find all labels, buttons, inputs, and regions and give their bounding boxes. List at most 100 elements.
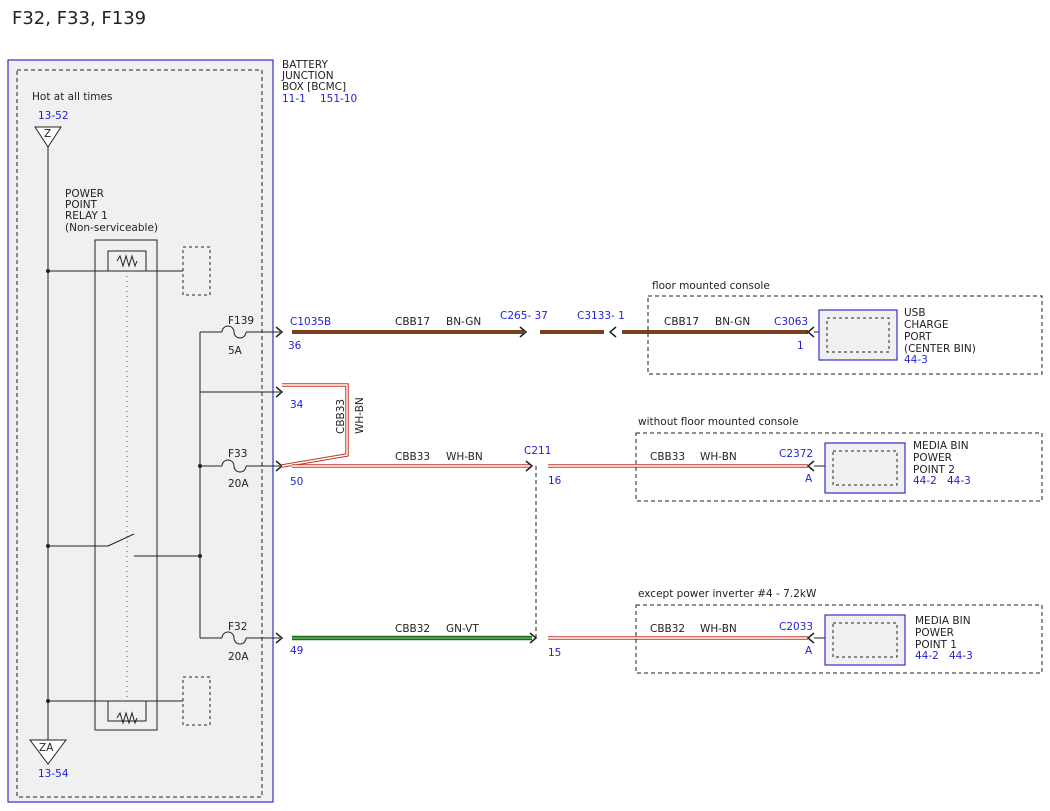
wire-color-whbn-2: WH-BN (700, 451, 737, 463)
mb2-ref-2: 44-3 (947, 475, 971, 487)
relay-label-1: POWER (65, 188, 104, 200)
without-console-box (635, 432, 1043, 502)
mb1-label-2: POWER (915, 627, 954, 639)
connector-c2033: C2033 (779, 621, 813, 633)
wire-color-whbn-3: WH-BN (700, 623, 737, 635)
usb-label-2: CHARGE (904, 319, 948, 331)
mb2-label-3: POINT 2 (913, 464, 955, 476)
bjb-label-1: BATTERY (282, 59, 328, 71)
mb1-label-1: MEDIA BIN (915, 615, 971, 627)
bottom-node-ref: 13-54 (38, 768, 69, 780)
relay-box (94, 239, 158, 731)
junction-dot (46, 544, 50, 548)
connector-pin34 (275, 386, 284, 398)
diagram-title: F32, F33, F139 (12, 8, 147, 29)
floor-console-box (647, 295, 1043, 375)
connector-c2372-arrow (806, 460, 815, 472)
pin-a-mb1: A (805, 645, 813, 657)
wire-cbb33-loop-core (281, 384, 348, 467)
connector-c3133: C3133- 1 (577, 310, 625, 322)
fuse-f33-amps: 20A (228, 478, 249, 490)
wire-color-whbn: WH-BN (446, 451, 483, 463)
hot-at-all-times-label: Hot at all times (32, 91, 112, 103)
fuse-f139-name: F139 (228, 315, 254, 327)
top-node-letter: Z (44, 128, 51, 140)
except-inverter-label: except power inverter #4 - 7.2kW (638, 588, 817, 600)
relay-partial-top (182, 246, 211, 296)
pin-16: 16 (548, 475, 562, 487)
wire-label-cbb17: CBB17 (395, 316, 430, 328)
connector-c3063: C3063 (774, 316, 808, 328)
bottom-node-letter: ZA (39, 742, 54, 754)
relay-label-2: POINT (65, 199, 98, 211)
relay-partial-bottom (182, 676, 211, 726)
connector-c265 (519, 326, 528, 338)
pin-36: 36 (288, 340, 302, 352)
wire-color-bngn-2: BN-GN (715, 316, 750, 328)
connector-c2372: C2372 (779, 448, 813, 460)
junction-dot (46, 269, 50, 273)
coil-bottom-zigzag (116, 711, 138, 725)
connector-c211-arrow-a (525, 460, 534, 472)
floor-console-label: floor mounted console (652, 280, 770, 292)
connector-c2033-arrow (806, 632, 815, 644)
wire-label-cbb32: CBB32 (395, 623, 430, 635)
usb-label-4: (CENTER BIN) (904, 343, 976, 355)
mb2-label-2: POWER (913, 452, 952, 464)
media-bin-1-inner (832, 622, 898, 658)
mb1-ref-1: 44-2 (915, 650, 939, 662)
fuse-f33-name: F33 (228, 448, 247, 460)
top-node-ref: 13-52 (38, 110, 69, 122)
pin-1: 1 (797, 340, 804, 352)
bjb-label-2: JUNCTION (281, 70, 334, 82)
wire-color-bngn: BN-GN (446, 316, 481, 328)
relay-switch (107, 533, 135, 547)
mb2-label-1: MEDIA BIN (913, 440, 969, 452)
junction-dot (46, 699, 50, 703)
bottom-node-triangle (29, 739, 67, 765)
media-bin-2-inner (832, 450, 898, 486)
bjb-inner-dashed (16, 69, 263, 798)
connector-c3063-arrow (806, 326, 815, 338)
top-node-triangle (34, 126, 62, 148)
pin-a-mb2: A (805, 473, 813, 485)
usb-label-1: USB (904, 307, 926, 319)
bjb-ref-2: 151-10 (320, 93, 357, 105)
usb-ref: 44-3 (904, 354, 928, 366)
connector-c211: C211 (524, 445, 551, 457)
fuse-f32-name: F32 (228, 621, 247, 633)
loop-label-cbb33: CBB33 (335, 399, 347, 434)
relay-coil-bottom (107, 700, 147, 722)
fuse-f139-symbol (221, 325, 247, 339)
fuse-f32-symbol (221, 631, 247, 645)
usb-charge-port-inner (826, 317, 890, 353)
pin-50: 50 (290, 476, 303, 488)
usb-label-3: PORT (904, 331, 932, 343)
loop-label-whbn: WH-BN (354, 397, 366, 434)
pin-49: 49 (290, 645, 303, 657)
bjb-label-3: BOX [BCMC] (282, 81, 346, 93)
relay-coil-top (107, 250, 147, 272)
wire-label-cbb33: CBB33 (395, 451, 430, 463)
fuse-f33-symbol (221, 459, 247, 473)
connector-c1035b: C1035B (290, 316, 331, 328)
mb1-label-3: POINT 1 (915, 639, 957, 651)
connector-c3133 (608, 326, 617, 338)
fuse-f139-amps: 5A (228, 345, 243, 357)
except-inverter-box (635, 604, 1043, 674)
coil-top-zigzag (116, 254, 138, 268)
without-console-label: without floor mounted console (638, 416, 799, 428)
fuse-f32-amps: 20A (228, 651, 249, 663)
connector-pin49 (275, 632, 284, 644)
wire-label-cbb33-2: CBB33 (650, 451, 685, 463)
pin-34: 34 (290, 399, 304, 411)
wire-label-cbb32-2: CBB32 (650, 623, 685, 635)
relay-label-4: (Non-serviceable) (65, 222, 158, 234)
wire-label-cbb17-2: CBB17 (664, 316, 699, 328)
relay-label-3: RELAY 1 (65, 210, 108, 222)
connector-pin36 (275, 326, 284, 338)
connector-c211-arrow-b (529, 632, 538, 644)
wire-color-gnvt: GN-VT (446, 623, 479, 635)
connector-c265: C265- 37 (500, 310, 548, 322)
